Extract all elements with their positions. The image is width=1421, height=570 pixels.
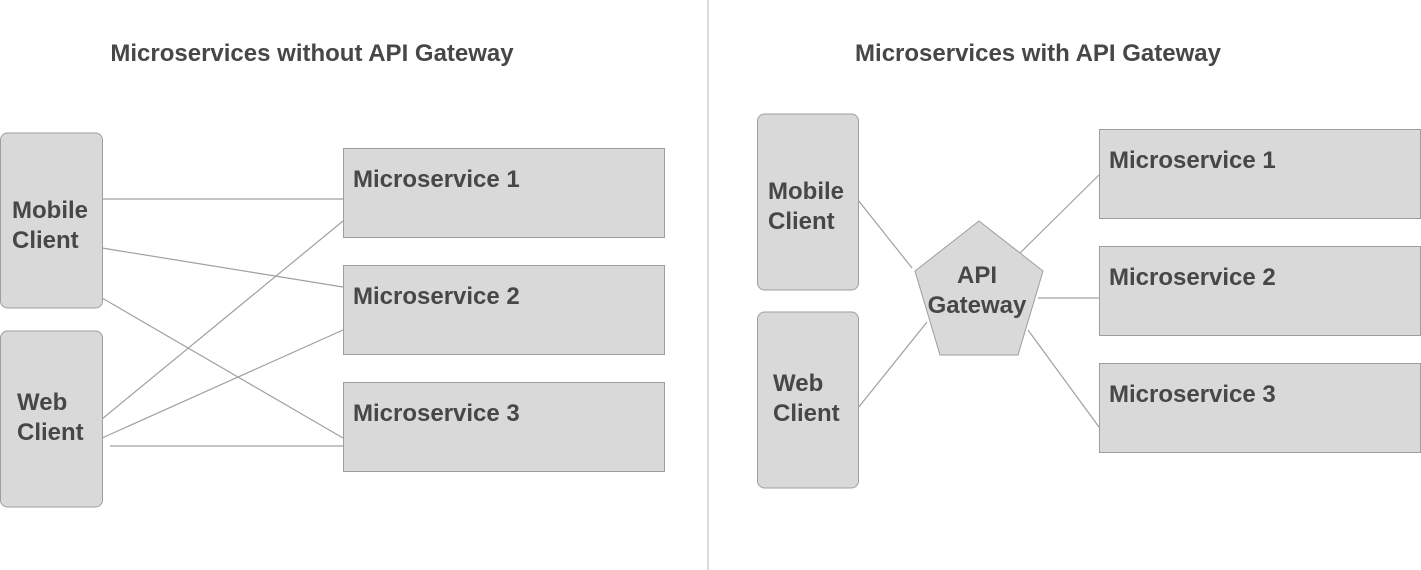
microservice-label: Microservice 3: [1109, 381, 1276, 408]
right-microservice-3: Microservice 3: [1099, 363, 1421, 453]
right-web-client: Web Client: [757, 311, 859, 489]
connector: [857, 199, 913, 269]
connector: [101, 247, 344, 288]
right-mobile-client: Mobile Client: [757, 113, 859, 291]
connector: [857, 321, 928, 409]
mobile-client-label: Client: [768, 208, 835, 235]
api-gateway-pentagon: [914, 220, 1044, 356]
right-panel: Microservices with API Gateway Mobile Cl…: [757, 40, 1421, 489]
connector: [101, 220, 344, 420]
right-microservice-2: Microservice 2: [1099, 246, 1421, 336]
microservice-label: Microservice 1: [1109, 147, 1276, 174]
microservice-box: [1099, 246, 1421, 336]
api-gateway: API Gateway: [914, 220, 1044, 356]
connector: [101, 329, 344, 439]
left-panel: Microservices without API Gateway Mobile…: [0, 40, 665, 508]
connector: [101, 297, 344, 439]
api-gateway-label: API: [957, 262, 997, 289]
left-microservice-2: Microservice 2: [343, 265, 665, 355]
mobile-client-label: Mobile: [12, 197, 88, 224]
left-connections: [101, 198, 344, 447]
microservice-label: Microservice 2: [1109, 264, 1276, 291]
left-microservice-3: Microservice 3: [343, 382, 665, 472]
connector: [1019, 174, 1100, 254]
connector: [1027, 329, 1100, 428]
right-title: Microservices with API Gateway: [855, 40, 1222, 67]
mobile-client-box: [757, 113, 859, 291]
left-microservice-1: Microservice 1: [343, 148, 665, 238]
microservice-box: [1099, 363, 1421, 453]
mobile-client-label: Mobile: [768, 178, 844, 205]
mobile-client-label: Client: [12, 227, 79, 254]
microservice-label: Microservice 3: [353, 400, 520, 427]
microservice-box: [343, 382, 665, 472]
microservice-label: Microservice 1: [353, 166, 520, 193]
microservice-box: [343, 148, 665, 238]
microservice-label: Microservice 2: [353, 283, 520, 310]
api-gateway-label: Gateway: [928, 292, 1027, 319]
web-client-box: [0, 330, 103, 508]
right-microservice-1: Microservice 1: [1099, 129, 1421, 219]
right-connections: [857, 174, 1100, 428]
web-client-label: Client: [17, 419, 84, 446]
mobile-client-box: [0, 132, 103, 309]
web-client-box: [757, 311, 859, 489]
left-title: Microservices without API Gateway: [110, 40, 514, 67]
left-web-client: Web Client: [0, 330, 103, 508]
web-client-label: Client: [773, 400, 840, 427]
left-mobile-client: Mobile Client: [0, 132, 103, 309]
web-client-label: Web: [17, 389, 67, 416]
microservice-box: [1099, 129, 1421, 219]
microservice-box: [343, 265, 665, 355]
web-client-label: Web: [773, 370, 823, 397]
